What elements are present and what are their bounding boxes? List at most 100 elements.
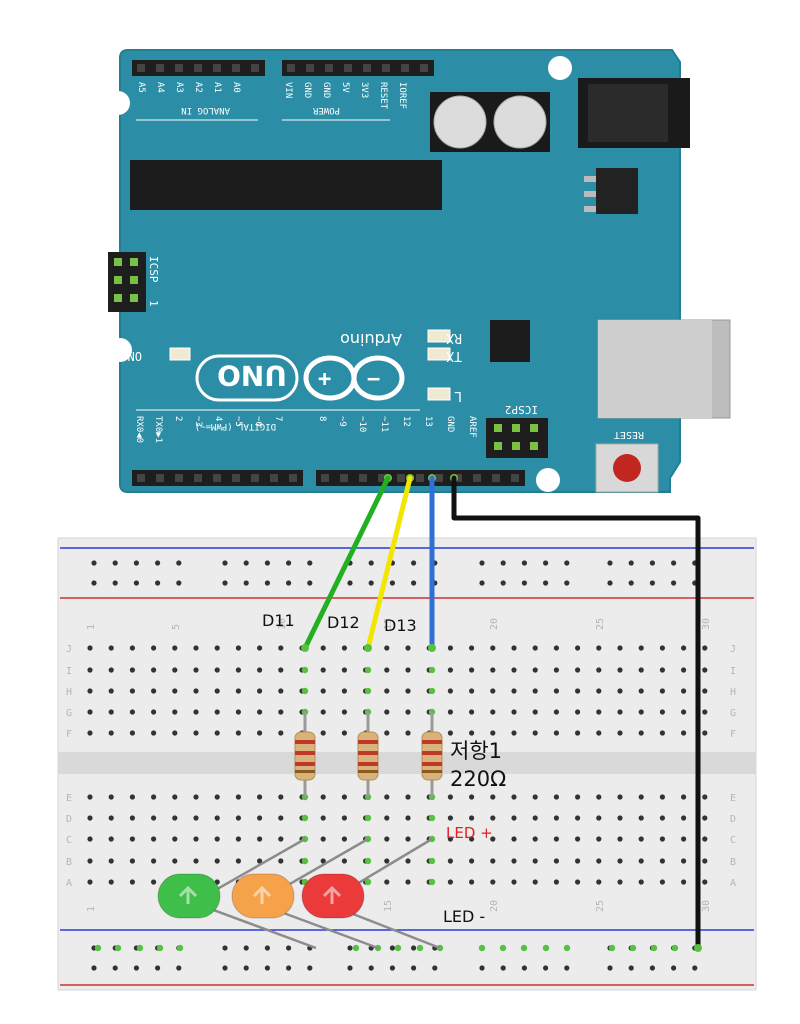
terminal-hole xyxy=(214,730,220,736)
terminal-hole xyxy=(532,794,538,800)
rail-hole xyxy=(564,580,570,586)
icsp-pin xyxy=(130,294,138,302)
header-pin xyxy=(289,474,297,482)
terminal-hole xyxy=(532,645,538,651)
terminal-hole xyxy=(320,667,326,673)
terminal-hole xyxy=(278,794,284,800)
terminal-hole xyxy=(278,858,284,864)
column-number-top: 20 xyxy=(489,618,500,630)
rail-hole xyxy=(543,580,549,586)
terminal-hole xyxy=(193,645,199,651)
power-pin-label: IOREF xyxy=(397,82,407,109)
rail-hole xyxy=(368,965,374,971)
resistor-band xyxy=(422,740,442,744)
rail-hole xyxy=(671,965,677,971)
rail-hole xyxy=(264,560,270,566)
digital-pin-label: ~3 xyxy=(193,416,203,427)
digital-pin-label: 13 xyxy=(423,416,433,427)
column-number-top: 5 xyxy=(171,624,182,630)
terminal-hole xyxy=(511,815,517,821)
header-pin xyxy=(270,474,278,482)
row-letter-right: J xyxy=(730,644,736,655)
terminal-hole xyxy=(278,836,284,842)
rail-hole xyxy=(155,965,161,971)
label-resistor-name: 저항1 xyxy=(450,739,502,763)
active-hole xyxy=(394,944,402,952)
terminal-hole xyxy=(129,858,135,864)
terminal-hole xyxy=(702,688,708,694)
terminal-hole xyxy=(617,879,623,885)
label-resistor-value: 220Ω xyxy=(450,767,506,791)
terminal-hole xyxy=(638,730,644,736)
terminal-hole xyxy=(702,858,708,864)
terminal-hole xyxy=(172,645,178,651)
terminal-hole xyxy=(384,688,390,694)
power-pin-label: VIN xyxy=(283,82,293,98)
terminal-hole xyxy=(151,645,157,651)
terminal-hole xyxy=(638,645,644,651)
terminal-hole xyxy=(151,815,157,821)
terminal-hole xyxy=(469,709,475,715)
terminal-hole xyxy=(596,645,602,651)
terminal-hole xyxy=(193,794,199,800)
terminal-hole xyxy=(129,836,135,842)
rail-hole xyxy=(368,560,374,566)
column-number-top: 10 xyxy=(277,618,288,630)
icsp2-pin xyxy=(494,442,502,450)
terminal-hole xyxy=(193,730,199,736)
terminal-hole xyxy=(681,794,687,800)
terminal-hole xyxy=(553,815,560,821)
terminal-hole xyxy=(596,815,602,821)
status-led xyxy=(427,387,451,401)
wire-end xyxy=(694,944,702,952)
terminal-hole xyxy=(490,879,496,885)
rail-hole xyxy=(649,965,656,971)
rail-hole xyxy=(432,965,438,971)
rail-hole xyxy=(91,965,97,971)
active-hole xyxy=(364,687,372,695)
wire-end xyxy=(364,644,372,652)
row-letter-right: A xyxy=(730,878,736,889)
rail-hole xyxy=(649,560,656,566)
digital-pin-label: 7 xyxy=(273,416,283,421)
rail-hole xyxy=(286,580,292,586)
rail-hole xyxy=(243,965,249,971)
terminal-hole xyxy=(320,858,326,864)
terminal-hole xyxy=(490,730,496,736)
row-letter-left: F xyxy=(66,729,72,740)
rail-hole xyxy=(543,560,549,566)
terminal-hole xyxy=(129,688,135,694)
terminal-hole xyxy=(405,645,411,651)
row-letter-left: E xyxy=(66,793,72,804)
terminal-hole xyxy=(511,879,517,885)
terminal-hole xyxy=(257,836,263,842)
terminal-hole xyxy=(214,836,220,842)
reset-button[interactable] xyxy=(613,454,641,482)
terminal-hole xyxy=(214,794,220,800)
terminal-hole xyxy=(172,836,178,842)
terminal-hole xyxy=(108,858,114,864)
terminal-hole xyxy=(341,688,347,694)
terminal-hole xyxy=(681,709,687,715)
active-hole xyxy=(478,944,486,952)
active-hole xyxy=(671,944,679,952)
terminal-hole xyxy=(278,709,284,715)
terminal-hole xyxy=(87,879,93,885)
row-letter-right: B xyxy=(730,857,736,868)
active-hole xyxy=(563,944,571,952)
column-number-bottom: 20 xyxy=(489,900,500,912)
terminal-hole xyxy=(511,667,517,673)
analog-pin-label: A1 xyxy=(212,82,222,93)
row-letter-left: I xyxy=(66,666,72,677)
terminal-hole xyxy=(681,879,687,885)
rail-hole xyxy=(628,580,634,586)
terminal-hole xyxy=(214,815,220,821)
column-number-bottom: 15 xyxy=(383,900,394,912)
terminal-hole xyxy=(129,815,135,821)
header-pin xyxy=(137,64,145,72)
status-led xyxy=(427,347,451,361)
header-pin xyxy=(156,474,164,482)
icsp-pin xyxy=(114,276,122,284)
terminal-hole xyxy=(108,730,114,736)
